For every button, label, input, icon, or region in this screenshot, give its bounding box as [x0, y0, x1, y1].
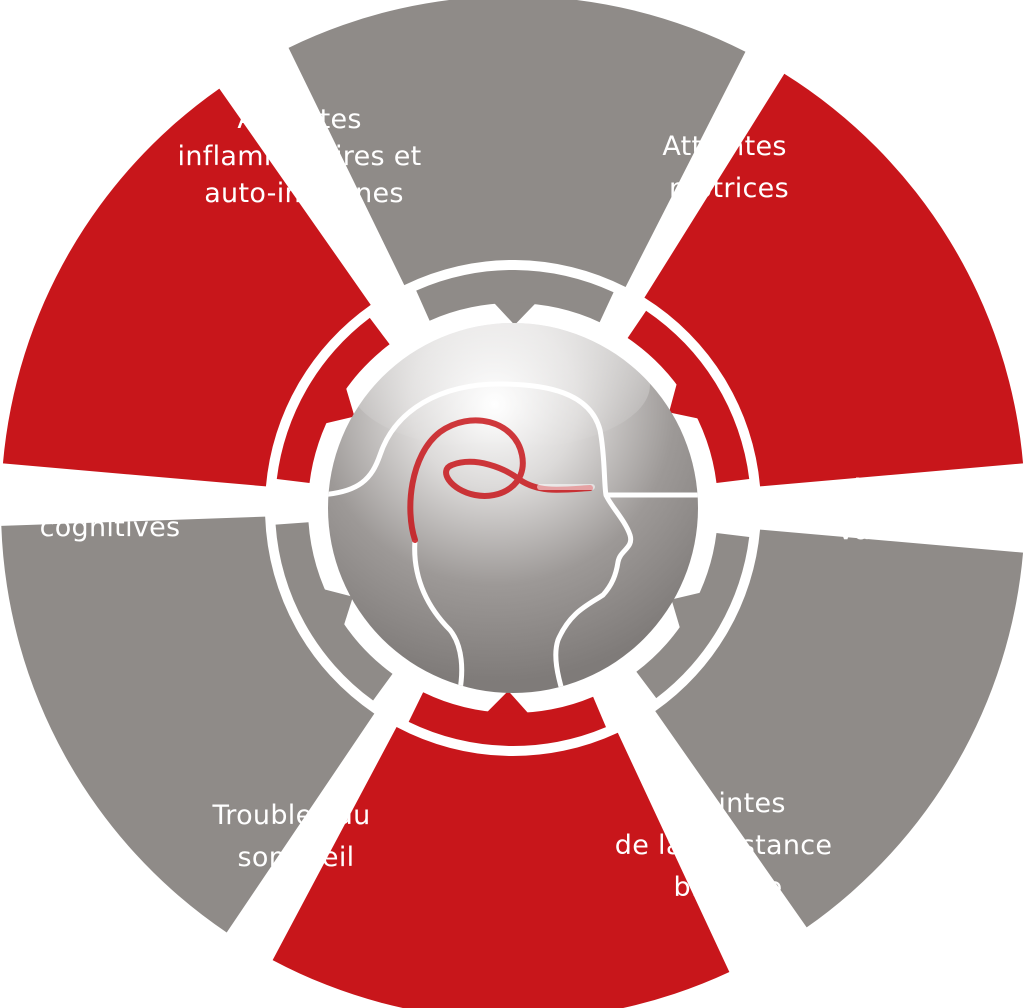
segment-substance: [272, 726, 730, 1008]
label-substance-line-2: de la substance: [615, 830, 833, 861]
segment-labels: Atteintes motrices Atteintes vasculaires…: [40, 104, 993, 903]
label-vasculaires: Atteintes vasculaires: [838, 473, 993, 546]
inner-arcs: [275, 270, 750, 746]
label-motrices-line-1: Atteintes: [662, 131, 786, 162]
label-vasculaires-line-1: Atteintes: [848, 473, 972, 504]
label-motrices-line-2: motrices: [669, 173, 789, 204]
label-inflammatoires-line-1: Atteintes: [237, 104, 361, 135]
inner-arc-inflammatoires: [416, 270, 614, 323]
label-cognitives: Atteintes cognitives: [40, 470, 181, 543]
label-substance: Atteintes de la substance blanche: [615, 788, 841, 903]
arrow-icon-vasculaires: [671, 592, 703, 630]
label-inflammatoires: Atteintes inflammatoires et auto-immunes: [178, 104, 431, 209]
arrow-icon-sommeil: [322, 588, 353, 627]
label-sommeil-line-1: Troubles du: [211, 800, 370, 831]
label-sommeil-line-2: sommeil: [238, 842, 355, 873]
inner-arc-cognitives: [276, 317, 390, 484]
segment-sommeil: [1, 516, 375, 933]
segment-motrices: [644, 73, 1024, 487]
label-vasculaires-line-2: vasculaires: [838, 515, 993, 546]
inner-arc-vasculaires: [636, 532, 750, 699]
arrow-icon-cognitives: [323, 386, 355, 424]
center-sphere: [328, 323, 698, 693]
label-inflammatoires-line-2: inflammatoires et: [178, 141, 422, 172]
inner-arc-motrices: [627, 310, 750, 484]
segment-cognitives: [2, 88, 371, 487]
label-sommeil: Troubles du sommeil: [211, 800, 379, 873]
label-cognitives-line-1: Atteintes: [43, 470, 167, 501]
label-substance-line-1: Atteintes: [661, 788, 785, 819]
head-brain-icon: [328, 381, 698, 693]
inner-arc-substance: [408, 692, 606, 746]
label-cognitives-line-2: cognitives: [40, 512, 181, 543]
arrow-icon-motrices: [669, 381, 700, 419]
segment-inflammatoires: [288, 0, 746, 288]
segment-vasculaires: [655, 529, 1024, 928]
label-motrices: Atteintes motrices: [662, 131, 795, 204]
label-substance-line-3: blanche: [674, 872, 783, 903]
inner-arc-sommeil: [275, 522, 393, 701]
arrow-icon-inflammatoires: [493, 301, 537, 326]
label-inflammatoires-line-3: auto-immunes: [204, 178, 404, 209]
arrow-icon-substance: [485, 690, 530, 715]
